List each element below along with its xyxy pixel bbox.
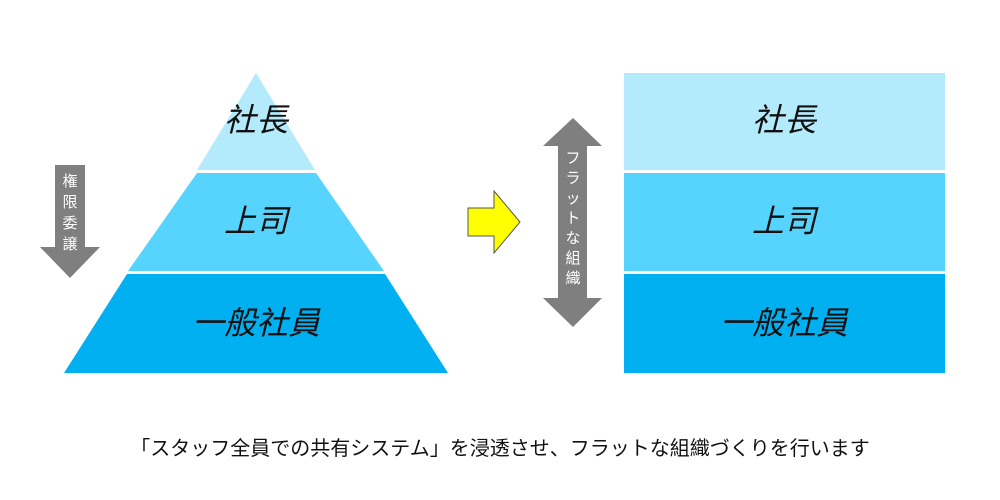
- arrow-label-char: フ: [565, 149, 580, 167]
- pyramid-level-top: [197, 73, 315, 170]
- flat-level-top: [624, 73, 945, 170]
- flat-label-manager: 上司: [752, 202, 819, 240]
- arrow-label-char: 織: [565, 269, 580, 287]
- pyramid-level-bottom: [64, 274, 448, 373]
- flat-organization-arrow-icon: フラットな組織: [543, 118, 602, 327]
- flat-organization: 社長 上司 一般社員: [624, 73, 945, 373]
- pyramid-level-middle: [128, 173, 384, 271]
- flat-level-bottom: [624, 274, 945, 373]
- arrow-label-char: ッ: [565, 189, 580, 207]
- flat-label-president: 社長: [752, 101, 818, 139]
- arrow-label-char: 権: [62, 172, 77, 190]
- arrow-label-char: ラ: [565, 169, 580, 187]
- pyramid: 社長 上司 一般社員: [64, 73, 448, 373]
- arrow-label-char: 委: [62, 214, 77, 232]
- caption: 「スタッフ全員での共有システム」を浸透させ、フラットな組織づくりを行います: [130, 436, 870, 460]
- flat-level-middle: [624, 173, 945, 271]
- pyramid-label-employees: 一般社員: [192, 304, 321, 342]
- arrow-label-char: な: [565, 229, 580, 247]
- pyramid-label-manager: 上司: [224, 202, 291, 240]
- pyramid-label-president: 社長: [224, 101, 290, 139]
- right-arrow-icon: [467, 189, 521, 255]
- arrow-label-char: ト: [565, 209, 580, 227]
- arrow-label-char: 限: [62, 193, 77, 211]
- flat-label-employees: 一般社員: [720, 304, 849, 342]
- arrow-label-char: 譲: [62, 235, 77, 253]
- arrow-label-char: 組: [565, 249, 580, 267]
